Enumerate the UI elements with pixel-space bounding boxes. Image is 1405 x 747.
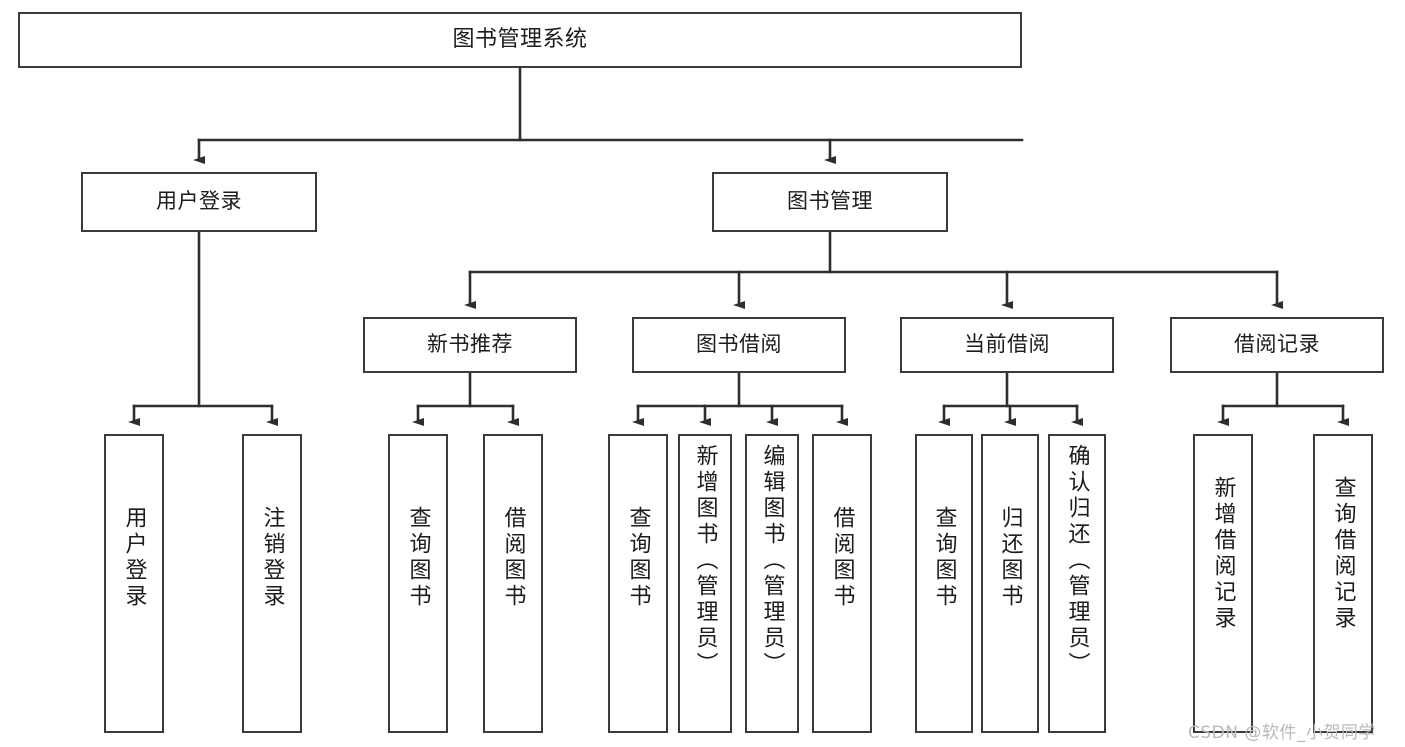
leaf-user-login[interactable]: 用户登录 — [104, 434, 164, 733]
leaf-return-books[interactable]: 归还图书 — [981, 434, 1039, 733]
node-label: 图书管理系统 — [452, 26, 588, 52]
csdn-watermark: CSDN @软件_小贺同学 — [1188, 723, 1376, 743]
node-current-borrowing[interactable]: 当前借阅 — [900, 317, 1114, 373]
leaf-edit-book-admin[interactable]: 编辑图书（管理员） — [745, 434, 799, 733]
node-book-borrowing[interactable]: 图书借阅 — [632, 317, 846, 373]
node-label: 借阅图书 — [500, 506, 526, 610]
node-label: 确认归还（管理员） — [1064, 444, 1090, 678]
node-new-book-recommendation[interactable]: 新书推荐 — [363, 317, 577, 373]
node-label: 查询图书 — [405, 506, 431, 610]
leaf-query-books-borrowing[interactable]: 查询图书 — [608, 434, 668, 733]
node-label: 归还图书 — [997, 506, 1023, 610]
node-book-management-module[interactable]: 图书管理 — [712, 172, 948, 232]
node-label: 注销登录 — [259, 506, 285, 610]
leaf-add-borrow-record[interactable]: 新增借阅记录 — [1193, 434, 1253, 733]
leaf-query-books-current[interactable]: 查询图书 — [915, 434, 973, 733]
leaf-query-borrow-record[interactable]: 查询借阅记录 — [1313, 434, 1373, 733]
node-label: 新增图书（管理员） — [692, 444, 718, 678]
leaf-add-book-admin[interactable]: 新增图书（管理员） — [678, 434, 732, 733]
node-label: 借阅图书 — [829, 506, 855, 610]
node-label: 查询图书 — [931, 506, 957, 610]
node-label: 用户登录 — [156, 189, 242, 214]
node-label: 查询借阅记录 — [1330, 476, 1356, 632]
node-label: 用户登录 — [121, 506, 147, 610]
leaf-query-books-recommend[interactable]: 查询图书 — [388, 434, 448, 733]
leaf-borrow-books-recommend[interactable]: 借阅图书 — [483, 434, 543, 733]
node-user-login-module[interactable]: 用户登录 — [81, 172, 317, 232]
node-label: 借阅记录 — [1234, 332, 1320, 357]
node-label: 新增借阅记录 — [1210, 476, 1236, 632]
leaf-confirm-return-admin[interactable]: 确认归还（管理员） — [1048, 434, 1106, 733]
leaf-user-logout[interactable]: 注销登录 — [242, 434, 302, 733]
node-label: 新书推荐 — [427, 332, 513, 357]
node-label: 查询图书 — [625, 506, 651, 610]
node-label: 图书管理 — [787, 189, 873, 214]
node-label: 图书借阅 — [696, 332, 782, 357]
node-label: 编辑图书（管理员） — [759, 444, 785, 678]
leaf-borrow-books[interactable]: 借阅图书 — [812, 434, 872, 733]
node-label: 当前借阅 — [964, 332, 1050, 357]
node-borrow-records[interactable]: 借阅记录 — [1170, 317, 1384, 373]
node-root-system[interactable]: 图书管理系统 — [18, 12, 1022, 68]
